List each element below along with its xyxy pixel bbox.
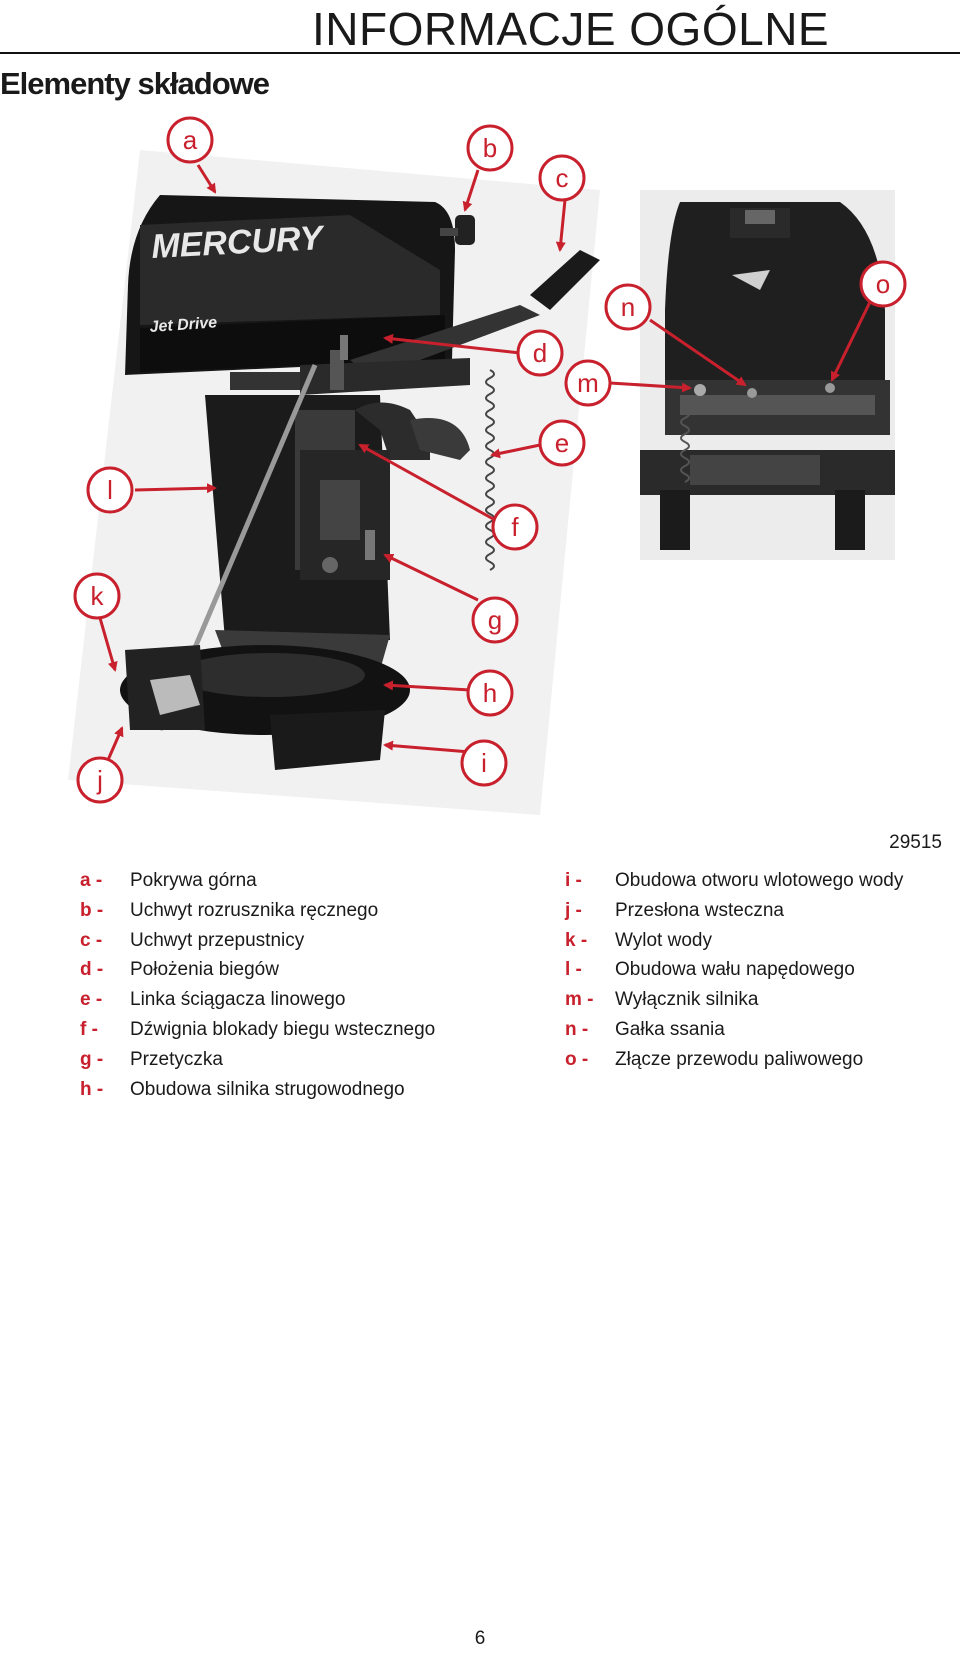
reverse-gate-bracket [150,675,200,715]
legend-text: Pokrywa górna [130,870,257,891]
legend-key: m - [565,989,594,1011]
legend-text: Wylot wody [615,929,712,951]
lanyard-coil [485,369,495,571]
callout-g: g [471,596,519,644]
legend-text: Przetyczka [130,1048,223,1070]
legend-item: d - Położenia biegów [80,955,520,985]
legend-text: Obudowa otworu wlotowego wody [615,870,904,891]
callout-b: b [466,124,514,172]
svg-text:g: g [488,605,502,635]
legend-text: Przesłona wsteczna [615,899,784,921]
svg-text:k: k [91,581,105,611]
legend-item: i - Obudowa otworu wlotowego wody [565,866,945,896]
legend-item: f - Dźwignia blokady biegu wstecznego [80,1015,520,1045]
legend-key: g - [80,1048,104,1070]
legend-item: h - Obudowa silnika strugowodnego [80,1075,520,1105]
legend-item: l - Obudowa wału napędowego [565,955,945,985]
legend-text: Linka ściągacza linowego [130,989,346,1011]
legend-key: l - [565,959,582,981]
legend-item: j - Przesłona wsteczna [565,896,945,926]
legend-text: Obudowa wału napędowego [615,959,855,981]
callout-l: l [86,466,134,514]
legend-key: b - [80,899,104,921]
svg-text:i: i [481,748,487,778]
legend-item: b - Uchwyt rozrusznika ręcznego [80,896,520,926]
rear-view-photo [640,190,895,560]
callout-c: c [538,154,586,202]
legend-key: i - [565,870,582,891]
legend-item: k - Wylot wody [565,926,945,956]
outboard-illustration: MERCURY Jet Drive [68,116,907,815]
legend-text: Położenia biegów [130,959,279,981]
components-figure: MERCURY Jet Drive [0,110,960,860]
svg-text:d: d [533,338,547,368]
tiller-handle [350,250,600,378]
starter-handle [440,215,475,245]
legend-key: e - [80,989,103,1011]
legend-key: o - [565,1048,589,1070]
callout-arrows [98,164,872,761]
callout-h: h [466,669,514,717]
legend-text: Uchwyt przepustnicy [130,929,305,951]
legend-key: a - [80,870,103,891]
legend-right: i - Obudowa otworu wlotowego wody j - Prze… [565,866,945,1075]
subsection-title: Elementy składowe [0,66,270,101]
svg-text:a: a [183,125,198,155]
linkage-bracket [300,335,470,395]
legend-item: c - Uchwyt przepustnicy [80,926,520,956]
svg-text:l: l [107,475,113,505]
svg-text:b: b [483,133,497,163]
legend-item: o - Złącze przewodu paliwowego [565,1045,945,1075]
svg-text:n: n [621,292,635,322]
callout-bubbles: a b c d e f g h i j k l m n o [73,116,907,804]
model-badge: Jet Drive [149,314,218,336]
clamp-bracket [300,450,390,580]
svg-text:o: o [876,269,890,299]
callout-f: f [491,503,539,551]
legend-text: Dźwignia blokady biegu wstecznego [130,1018,436,1040]
legend-item: g - Przetyczka [80,1045,520,1075]
legend-item: a - Pokrywa górna [80,866,520,896]
legend-item: n - Gałka ssania [565,1015,945,1045]
page-number: 6 [474,1628,486,1649]
legend-item: m - Wyłącznik silnika [565,985,945,1015]
legend-text: Gałka ssania [615,1018,725,1040]
legend-key: n - [565,1018,589,1040]
legend-text: Obudowa silnika strugowodnego [130,1078,405,1100]
callout-i: i [460,739,508,787]
legend-left: a - Pokrywa górna b - Uchwyt rozrusznika r… [80,866,520,1104]
water-intake [270,710,385,770]
svg-text:h: h [483,678,497,708]
callout-o: o [859,260,907,308]
svg-text:c: c [556,163,569,193]
legend-key: f - [80,1018,98,1040]
svg-text:e: e [555,428,569,458]
legend-item: e - Linka ściągacza linowego [80,985,520,1015]
callout-k: k [73,572,121,620]
legend-key: d - [80,959,104,981]
figure-reference-number: 29515 [889,832,942,853]
legend-key: h - [80,1078,104,1100]
svg-text:m: m [577,368,599,398]
callout-j: j [76,756,124,804]
svg-text:f: f [511,512,519,542]
legend-key: j - [565,899,582,921]
brand-logo: MERCURY [150,219,326,266]
callout-m: m [564,359,612,407]
legend-text: Wyłącznik silnika [615,989,759,1011]
legend-text: Uchwyt rozrusznika ręcznego [130,899,379,921]
engine-cowl: MERCURY Jet Drive [125,195,455,390]
callout-d: d [516,329,564,377]
legend-key: k - [565,929,588,951]
callout-e: e [538,419,586,467]
callout-a: a [166,116,214,164]
legend-key: c - [80,929,103,951]
legend-text: Złącze przewodu paliwowego [615,1048,864,1070]
reverse-lock-lever [365,530,375,560]
page-header: INFORMACJE OGÓLNE [0,0,960,55]
svg-text:j: j [96,765,103,795]
callout-n: n [604,283,652,331]
section-title: INFORMACJE OGÓLNE [312,3,830,55]
